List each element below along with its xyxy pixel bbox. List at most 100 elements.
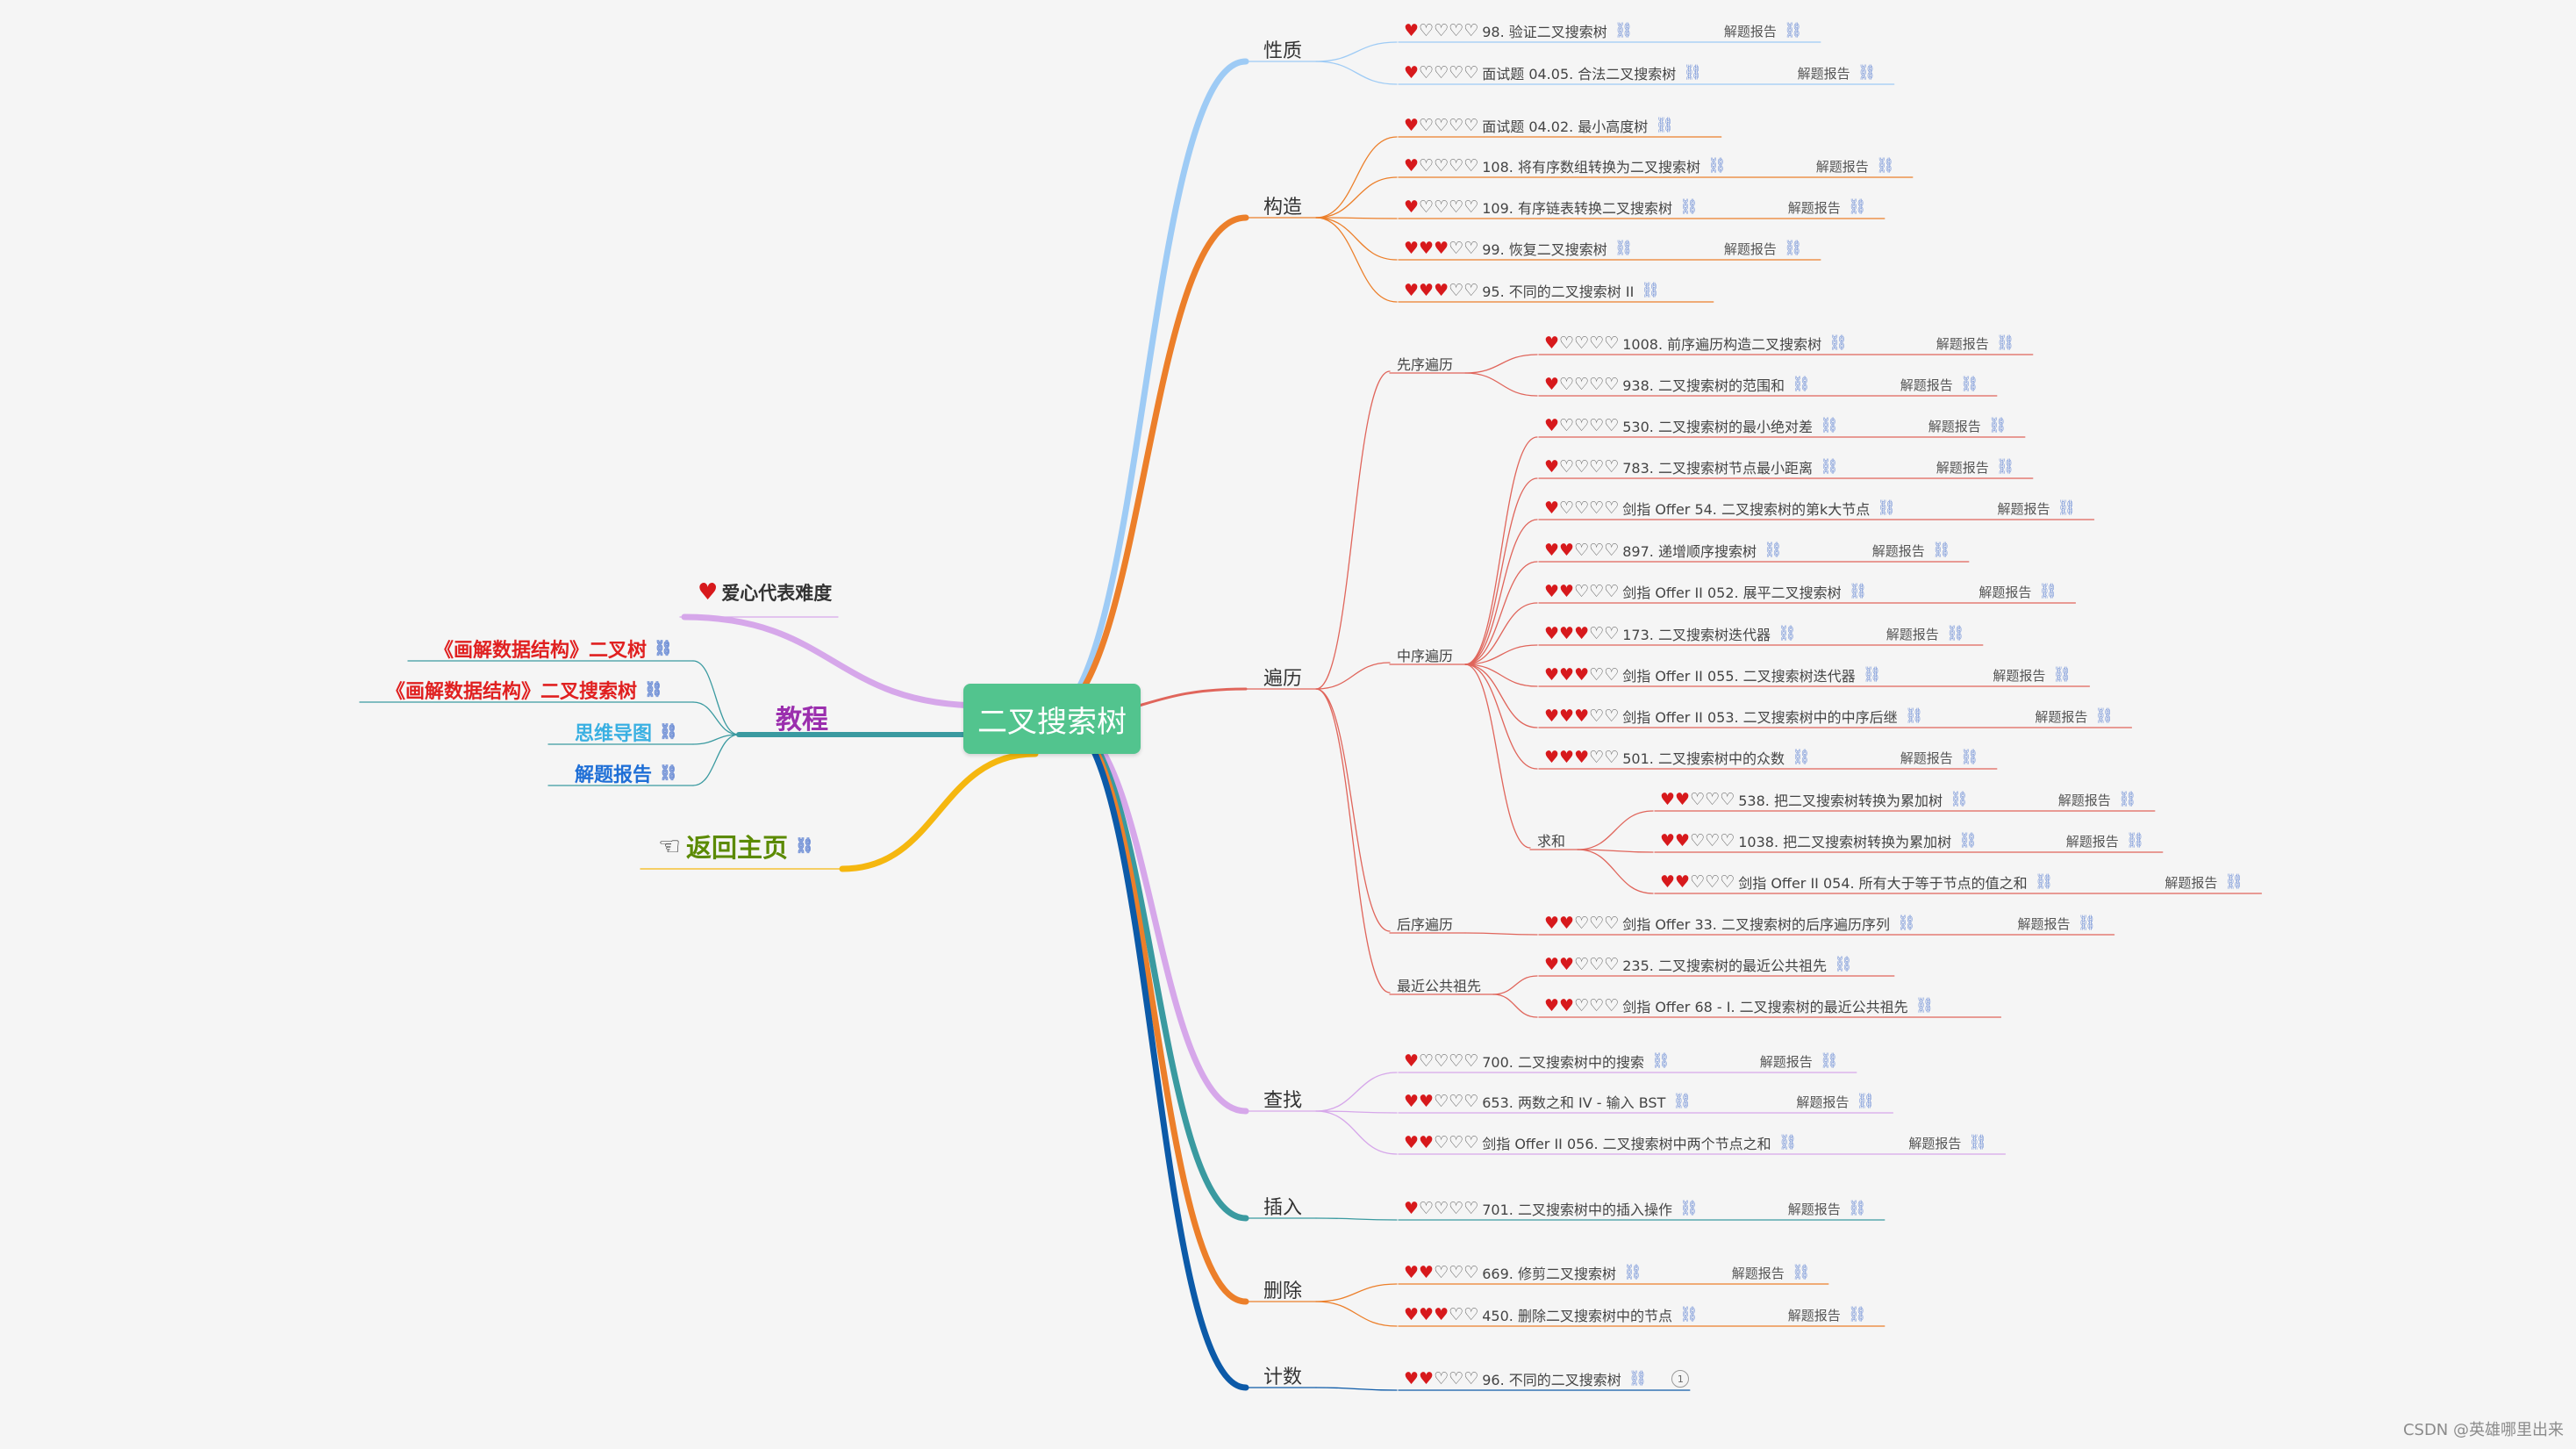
note-count-badge[interactable]: 1 [1671,1370,1690,1388]
link-icon[interactable]: ⛓ [1847,1200,1867,1217]
link-icon[interactable]: ⛓ [1778,1134,1798,1151]
link-icon[interactable]: ⛓ [1833,956,1853,973]
link-icon[interactable]: ⛓ [1995,334,2015,352]
branch-shanchu[interactable]: 删除 [1263,1280,1303,1302]
solution-report-link[interactable]: 解题报告⛓ [1872,541,1951,560]
link-icon[interactable]: ⛓ [1877,499,1896,517]
link-icon[interactable]: ⛓ [2224,873,2243,891]
leaf-problem[interactable]: ♥♥♡♡♡剑指 Offer 68 - I. 二叉搜索树的最近公共祖先⛓ [1544,996,1934,1015]
solution-report-link[interactable]: 解题报告⛓ [1998,499,2077,518]
link-icon[interactable]: ⛓ [1791,749,1811,766]
tutorial-link-item[interactable]: 解题报告⛓ [575,759,678,787]
solution-report-link[interactable]: 解题报告⛓ [2018,914,2097,933]
sub-branch-label[interactable]: 最近公共祖先 [1397,978,1482,994]
link-icon[interactable]: ⛓ [1896,915,1916,932]
leaf-problem[interactable]: ♥♥♡♡♡235. 二叉搜索树的最近公共祖先⛓ [1544,955,1853,974]
link-icon[interactable]: ⛓ [1777,625,1797,642]
branch-jishu[interactable]: 计数 [1263,1367,1303,1388]
solution-report-link[interactable]: 解题报告⛓ [1900,748,1979,767]
solution-report-link[interactable]: 解题报告⛓ [2035,707,2114,726]
link-icon[interactable]: ⛓ [2125,832,2145,850]
link-icon[interactable]: ⛓ [1650,1052,1671,1070]
link-icon[interactable]: ⛓ [1641,282,1660,299]
link-icon[interactable]: ⛓ [1847,1306,1867,1323]
link-icon[interactable]: ⛓ [1678,1200,1699,1217]
link-icon[interactable]: ⛓ [1945,625,1965,642]
tutorial-link-item[interactable]: 《画解数据结构》二叉树⛓ [434,635,673,663]
link-icon[interactable]: ⛓ [1683,64,1702,82]
link-icon[interactable]: ⛓ [1875,157,1895,175]
link-icon[interactable]: ⛓ [2057,499,2077,517]
leaf-problem[interactable]: ♥♥♡♡♡653. 两数之和 IV - 输入 BST⛓ [1404,1092,1692,1111]
link-icon[interactable]: ⛓ [1931,542,1951,559]
solution-report-link[interactable]: 解题报告⛓ [1900,375,1979,394]
solution-report-link[interactable]: 解题报告⛓ [1816,156,1895,176]
leaf-problem[interactable]: ♥♡♡♡♡530. 二叉搜索树的最小绝对差⛓ [1544,416,1839,435]
solution-report-link[interactable]: 解题报告⛓ [1796,1092,1875,1111]
leaf-problem[interactable]: ♥♡♡♡♡938. 二叉搜索树的范围和⛓ [1544,375,1811,394]
leaf-problem[interactable]: ♥♡♡♡♡1008. 前序遍历构造二叉搜索树⛓ [1544,334,1848,353]
solution-report-link[interactable]: 解题报告⛓ [1798,63,1877,82]
leaf-problem[interactable]: ♥♡♡♡♡剑指 Offer 54. 二叉搜索树的第k大节点⛓ [1544,499,1896,518]
branch-gouzao[interactable]: 构造 [1263,197,1303,219]
leaf-problem[interactable]: ♥♥♥♡♡剑指 Offer II 053. 二叉搜索树中的中序后继⛓ [1544,707,1923,726]
leaf-problem[interactable]: ♥♡♡♡♡面试题 04.05. 合法二叉搜索树⛓ [1404,63,1702,82]
branch-chazhao[interactable]: 查找 [1263,1090,1303,1112]
link-icon[interactable]: ⛓ [1968,1134,1987,1151]
link-icon[interactable]: ⛓ [1987,417,2007,434]
leaf-problem[interactable]: ♥♥♡♡♡897. 递增顺序搜索树⛓ [1544,541,1783,560]
leaf-problem[interactable]: ♥♥♥♡♡95. 不同的二叉搜索树 II⛓ [1404,281,1660,300]
link-icon[interactable]: ⛓ [1628,1370,1648,1388]
link-icon[interactable]: ⛓ [1763,542,1783,559]
link-icon[interactable]: ⛓ [1848,583,1868,600]
link-icon[interactable]: ⛓ [1819,1052,1839,1070]
link-icon[interactable]: ⛓ [1959,376,1979,393]
solution-report-link[interactable]: 解题报告⛓ [2058,790,2137,809]
link-icon[interactable]: ⛓ [1783,240,1803,257]
link-icon[interactable]: ⛓ [1672,1093,1692,1110]
link-icon[interactable]: ⛓ [2094,707,2114,725]
leaf-problem[interactable]: ♥♥♥♡♡450. 删除二叉搜索树中的节点⛓ [1404,1305,1699,1324]
leaf-problem[interactable]: ♥♥♡♡♡剑指 Offer II 056. 二叉搜索树中两个节点之和⛓ [1404,1133,1797,1152]
link-icon[interactable]: ⛓ [2117,791,2137,808]
tutorial-link-item[interactable]: 《画解数据结构》二叉搜索树⛓ [386,676,663,704]
link-icon[interactable]: ⛓ [1862,666,1882,684]
solution-report-link[interactable]: 解题报告⛓ [1724,239,1803,258]
link-icon[interactable]: ⛓ [1856,1093,1875,1110]
leaf-problem[interactable]: ♥♡♡♡♡108. 将有序数组转换为二叉搜索树⛓ [1404,156,1727,176]
solution-report-link[interactable]: 解题报告⛓ [1760,1051,1839,1071]
link-icon[interactable]: ⛓ [1958,832,1978,850]
leaf-problem[interactable]: ♥♥♡♡♡剑指 Offer II 054. 所有大于等于节点的值之和⛓ [1660,872,2053,892]
link-icon[interactable]: ⛓ [1819,458,1839,476]
solution-report-link[interactable]: 解题报告⛓ [1886,624,1965,643]
link-icon[interactable]: ⛓ [2077,915,2097,932]
link-icon[interactable]: ⛓ [1707,157,1727,175]
leaf-problem[interactable]: ♥♡♡♡♡面试题 04.02. 最小高度树⛓ [1404,116,1674,135]
solution-report-link[interactable]: 解题报告⛓ [1993,665,2072,685]
leaf-problem[interactable]: ♥♥♡♡♡669. 修剪二叉搜索树⛓ [1404,1263,1642,1282]
link-icon[interactable]: ⛓ [1614,240,1634,257]
sub-branch-label[interactable]: 后序遍历 [1397,916,1454,933]
leaf-problem[interactable]: ♥♡♡♡♡98. 验证二叉搜索树⛓ [1404,21,1633,40]
link-icon[interactable]: ⛓ [1914,997,1935,1015]
solution-report-link[interactable]: 解题报告⛓ [1936,334,2015,353]
solution-report-link[interactable]: 解题报告⛓ [1979,582,2057,601]
link-icon[interactable]: ⛓ [1995,458,2015,476]
leaf-problem[interactable]: ♥♥♡♡♡1038. 把二叉搜索树转换为累加树⛓ [1660,831,1978,850]
link-icon[interactable]: ⛓ [659,764,678,782]
link-icon[interactable]: ⛓ [2034,873,2054,891]
leaf-problem[interactable]: ♥♡♡♡♡109. 有序链表转换二叉搜索树⛓ [1404,197,1699,217]
solution-report-link[interactable]: 解题报告⛓ [2066,831,2145,850]
link-icon[interactable]: ⛓ [1655,117,1674,134]
leaf-problem[interactable]: ♥♥♡♡♡538. 把二叉搜索树转换为累加树⛓ [1660,790,1969,809]
leaf-problem[interactable]: ♥♥♥♡♡99. 恢复二叉搜索树⛓ [1404,239,1633,258]
solution-report-link[interactable]: 解题报告⛓ [1908,1133,1987,1152]
branch-charu[interactable]: 插入 [1263,1197,1303,1219]
leaf-problem[interactable]: ♥♡♡♡♡ 783. 二叉搜索树节点最小距离⛓ [1544,457,1839,477]
link-icon[interactable]: ⛓ [1614,22,1634,39]
solution-report-link[interactable]: 解题报告⛓ [1788,1199,1867,1218]
solution-report-link[interactable]: 解题报告⛓ [1732,1263,1811,1282]
link-icon[interactable]: ⛓ [2052,666,2072,684]
link-icon[interactable]: ⛓ [1791,1264,1811,1281]
link-icon[interactable]: ⛓ [1959,749,1979,766]
